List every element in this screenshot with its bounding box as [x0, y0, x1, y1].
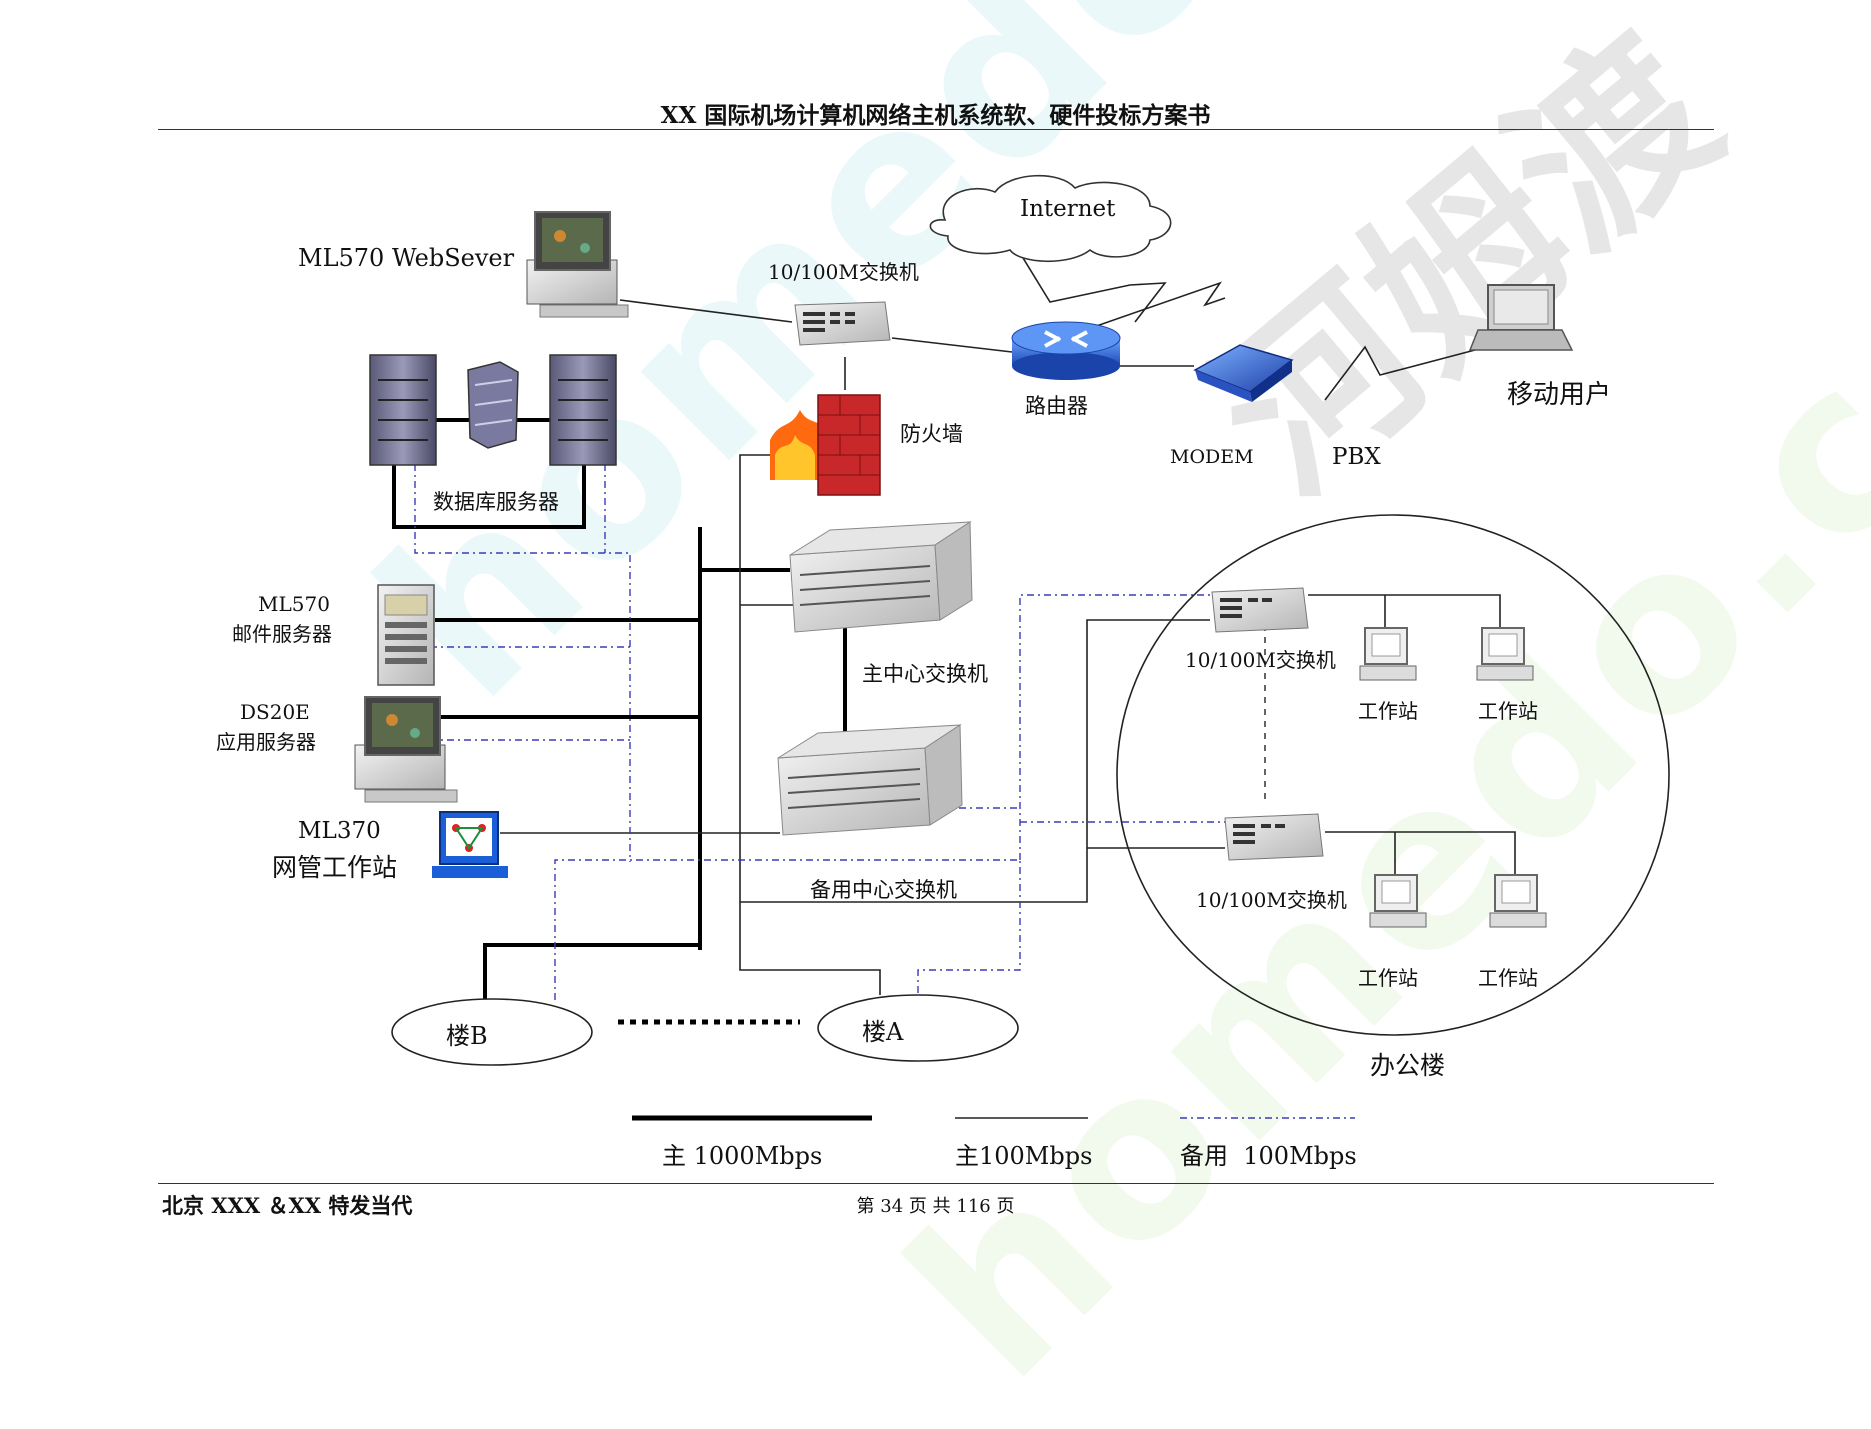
thin-links: [500, 252, 1516, 995]
page-header-title: XX 国际机场计算机网络主机系统软、硬件投标方案书: [660, 102, 1211, 129]
internet-label: Internet: [1020, 196, 1116, 222]
db-server-label: 数据库服务器: [433, 490, 559, 514]
workstation-1-label: 工作站: [1358, 699, 1418, 723]
footer-company: 北京 XXX ＆XX 特发当代: [162, 1193, 413, 1218]
workstation-3-label: 工作站: [1358, 966, 1418, 990]
building-a-label: 楼A: [862, 1018, 904, 1046]
legend-main-1000-label: 主 1000Mbps: [662, 1142, 823, 1170]
app-server-computer-icon: [354, 696, 458, 803]
footer-page-number: 第 34 页 共 116 页: [0, 1192, 1871, 1218]
mail-server-icon: [377, 584, 435, 686]
main-center-switch-icon: [789, 521, 973, 633]
office-switch-1-label: 10/100M交换机: [1185, 648, 1336, 672]
workstation-4-icon: [1489, 874, 1547, 928]
switch-top-icon: [794, 301, 891, 346]
workstation-2-label: 工作站: [1478, 699, 1538, 723]
page-total: 116: [956, 1196, 991, 1217]
backup-links: [414, 464, 1266, 1000]
legend-backup-100-label: 备用 100Mbps: [1180, 1142, 1357, 1170]
nms-model-label: ML370: [298, 818, 381, 844]
thick-links: [392, 418, 847, 1002]
workstation-4-label: 工作站: [1478, 966, 1538, 990]
mail-server-model-label: ML570: [258, 592, 330, 616]
webserver-computer-icon: [526, 211, 629, 318]
page-prefix: 第: [856, 1196, 875, 1217]
cloud-icon: [929, 174, 1172, 263]
page-middle: 页 共: [908, 1196, 951, 1217]
main-switch-label: 主中心交换机: [862, 662, 988, 686]
firewall-label: 防火墙: [900, 422, 963, 446]
office-switch-1-icon: [1211, 587, 1309, 633]
nms-label: 网管工作站: [272, 853, 398, 882]
mobile-user-label: 移动用户: [1507, 380, 1612, 410]
office-switch-2-icon: [1224, 813, 1324, 861]
modem-icon: [1193, 344, 1294, 402]
footer-rule: [158, 1183, 1714, 1184]
backup-center-switch-icon: [777, 724, 963, 836]
building-b-ellipse: [391, 998, 593, 1066]
page-suffix: 页: [996, 1196, 1015, 1217]
office-building-circle: [1116, 514, 1670, 1036]
switch-top-label: 10/100M交换机: [768, 260, 919, 284]
workstation-1-icon: [1359, 627, 1417, 681]
building-b-label: 楼B: [446, 1022, 488, 1050]
pbx-label: PBX: [1332, 444, 1381, 470]
app-server-label: 应用服务器: [216, 730, 316, 754]
app-server-model-label: DS20E: [240, 700, 310, 724]
router-icon: [1011, 321, 1121, 380]
office-building-label: 办公楼: [1370, 1051, 1446, 1080]
network-diagram: [354, 174, 1670, 1121]
building-a-ellipse: [817, 994, 1019, 1062]
database-server-icon: [369, 354, 617, 466]
webserver-label: ML570 WebSever: [298, 244, 515, 272]
firewall-icon: [770, 394, 881, 496]
office-switch-2-label: 10/100M交换机: [1196, 888, 1347, 912]
legend-main-100-label: 主100Mbps: [955, 1142, 1093, 1170]
nms-workstation-icon: [432, 811, 508, 878]
mail-server-label: 邮件服务器: [232, 622, 332, 646]
laptop-icon: [1468, 284, 1574, 351]
header-rule: [158, 129, 1714, 130]
backup-switch-label: 备用中心交换机: [810, 878, 957, 902]
workstation-3-icon: [1369, 874, 1427, 928]
workstation-2-icon: [1476, 627, 1534, 681]
modem-label: MODEM: [1170, 446, 1254, 468]
router-label: 路由器: [1025, 394, 1088, 418]
page-current: 34: [880, 1196, 904, 1217]
